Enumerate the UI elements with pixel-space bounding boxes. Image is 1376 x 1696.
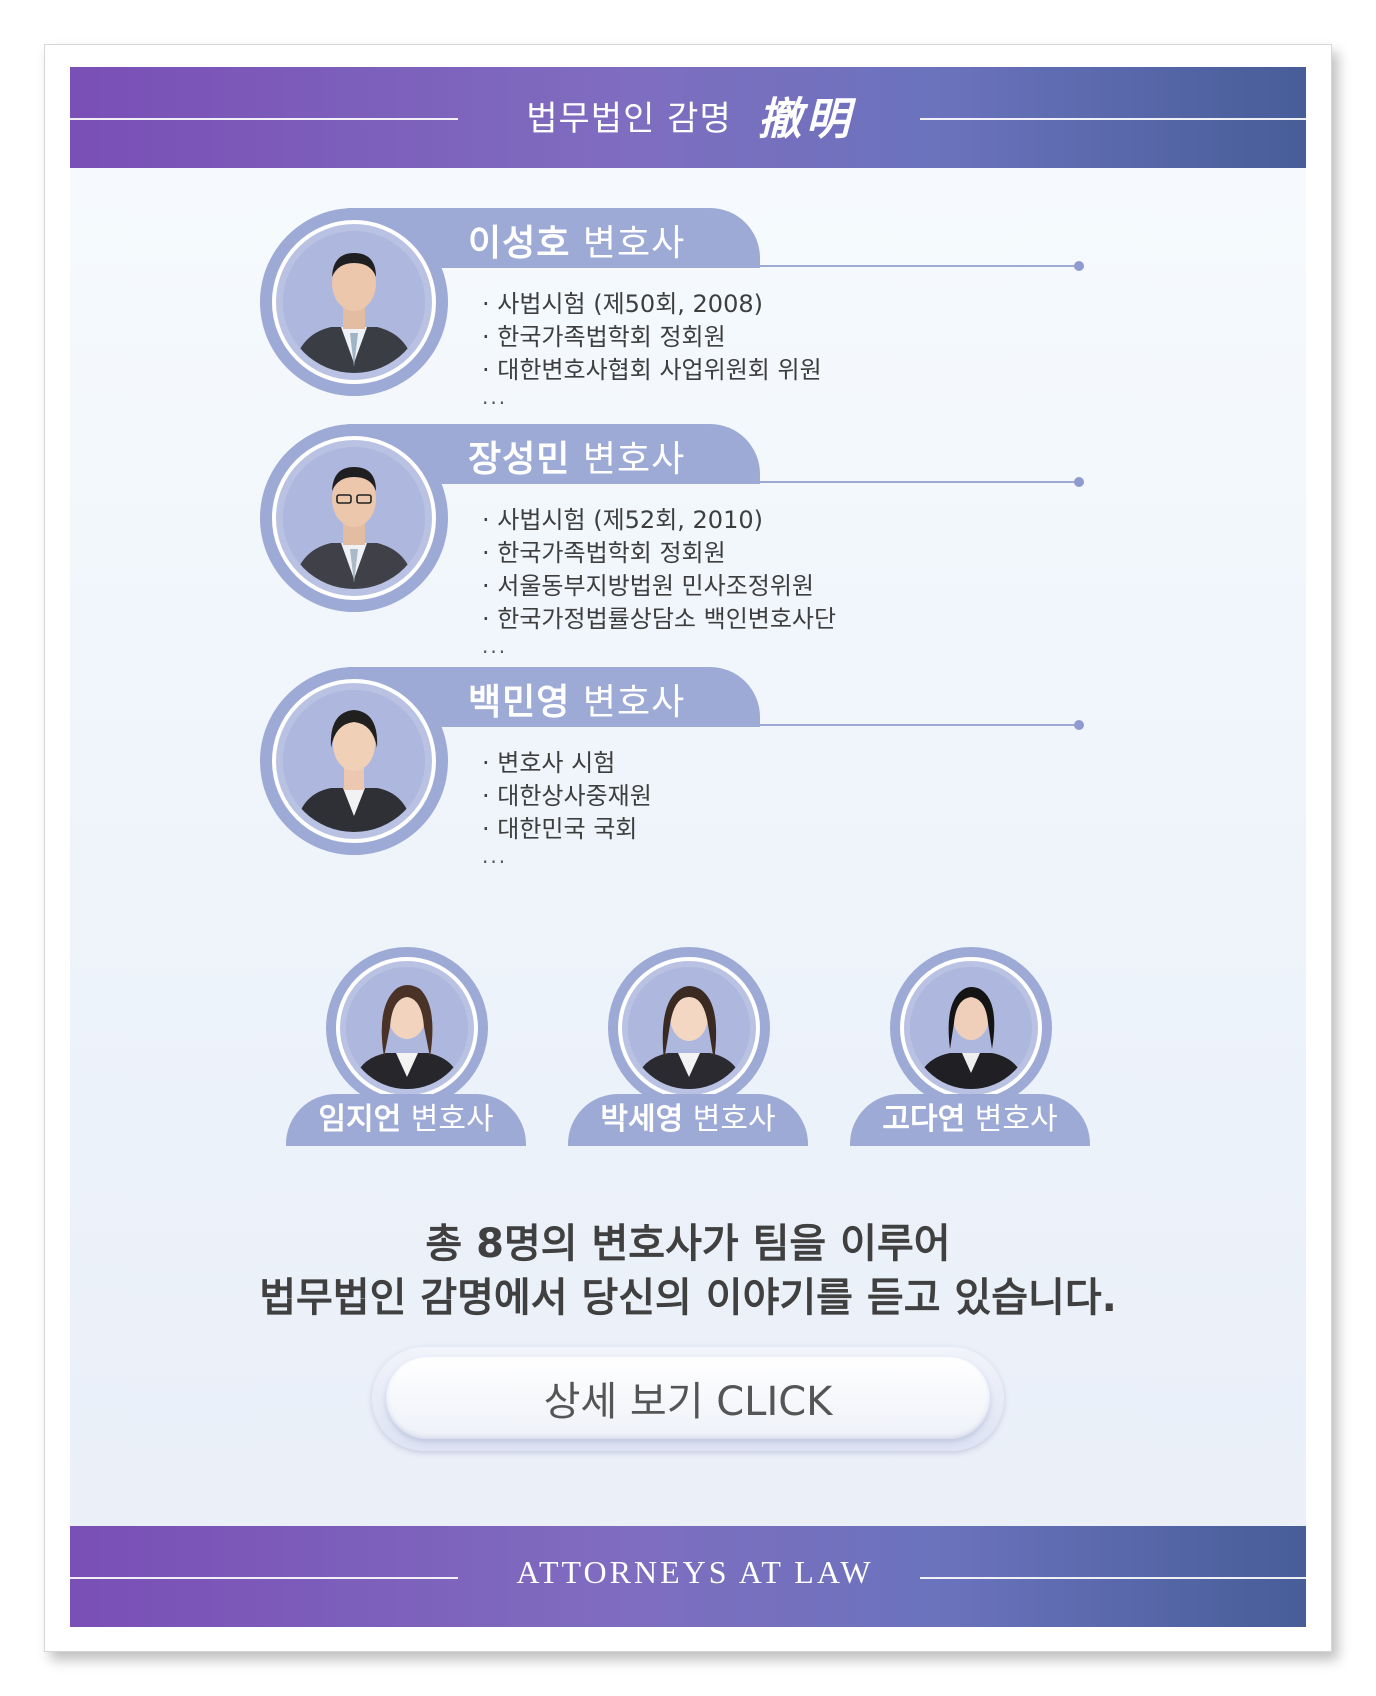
header-band: 법무법인 감명 撤明	[70, 67, 1306, 168]
credential-item: 한국가족법학회 정회원	[482, 537, 836, 570]
view-details-button[interactable]: 상세 보기 CLICK	[386, 1357, 990, 1439]
cta-button-frame: 상세 보기 CLICK	[372, 1347, 1004, 1451]
lawyer-card: 장성민 변호사 사법시험 (제52회, 2010)	[260, 424, 1120, 656]
credentials-list: 변호사 시험 대한상사중재원 대한민국 국회 ...	[482, 747, 652, 866]
credential-item: 한국가족법학회 정회원	[482, 321, 822, 354]
firm-title: 법무법인 감명 撤明	[470, 85, 910, 145]
footer-rule-right	[920, 1576, 1306, 1579]
more-ellipsis: ...	[482, 844, 508, 868]
lawyer-name: 장성민 변호사	[468, 439, 686, 480]
credential-item: 한국가정법률상담소 백인변호사단	[482, 603, 836, 636]
lawyer-portrait-photo	[283, 690, 425, 832]
more-ellipsis: ...	[482, 634, 508, 658]
associate-portrait-photo	[628, 967, 750, 1089]
name-divider	[760, 481, 1078, 483]
portrait-frame	[260, 424, 448, 612]
associate-portrait-photo	[346, 967, 468, 1089]
lawyer-portrait-photo	[283, 447, 425, 589]
name-divider	[760, 265, 1078, 267]
credential-item: 사법시험 (제52회, 2010)	[482, 504, 836, 537]
lawyer-card: 이성호 변호사 사법시험 (제50회, 2008) 한국가족법학회 정회원 대한…	[260, 208, 1120, 408]
portrait-frame	[260, 667, 448, 855]
divider-dot	[1074, 720, 1084, 730]
credential-item: 대한민국 국회	[482, 813, 652, 846]
associate-portrait-photo	[910, 967, 1032, 1089]
more-ellipsis: ...	[482, 385, 508, 409]
portrait-frame	[260, 208, 448, 396]
associate-card: 고다연 변호사	[850, 947, 1090, 1147]
portrait-frame	[326, 947, 488, 1109]
firm-hanja-logo: 撤明	[757, 94, 854, 145]
credential-item: 서울동부지방법원 민사조정위원	[482, 570, 836, 603]
firm-name: 법무법인 감명	[526, 98, 732, 139]
associate-name: 고다연 변호사	[850, 1094, 1090, 1146]
credential-item: 사법시험 (제50회, 2008)	[482, 288, 822, 321]
credential-item: 대한상사중재원	[482, 780, 652, 813]
associate-card: 박세영 변호사	[568, 947, 808, 1147]
credential-item: 변호사 시험	[482, 747, 652, 780]
associate-card: 임지언 변호사	[286, 947, 526, 1147]
lawyer-card: 백민영 변호사 변호사 시험 대한상사중재원 대한민국 국회 ...	[260, 667, 1120, 867]
lawyer-portrait-photo	[283, 231, 425, 373]
footer-rule-left	[70, 1576, 458, 1579]
portrait-frame	[608, 947, 770, 1109]
lawyer-name: 백민영 변호사	[468, 682, 686, 723]
summary-line-1: 총 8명의 변호사가 팀을 이루어	[425, 1221, 951, 1267]
header-rule-left	[70, 117, 458, 120]
associate-name: 박세영 변호사	[568, 1094, 808, 1146]
credentials-list: 사법시험 (제52회, 2010) 한국가족법학회 정회원 서울동부지방법원 민…	[482, 504, 836, 656]
associate-name: 임지언 변호사	[286, 1094, 526, 1146]
lawyer-name: 이성호 변호사	[468, 223, 686, 264]
credential-item: 대한변호사협회 사업위원회 위원	[482, 354, 821, 387]
promo-panel: 법무법인 감명 撤明 이성호 변호사 사법시험	[70, 67, 1306, 1627]
divider-dot	[1074, 261, 1084, 271]
credentials-list: 사법시험 (제50회, 2008) 한국가족법학회 정회원 대한변호사협회 사업…	[482, 288, 822, 407]
team-summary: 총 8명의 변호사가 팀을 이루어 법무법인 감명에서 당신의 이야기를 듣고 …	[70, 1217, 1306, 1325]
portrait-frame	[890, 947, 1052, 1109]
header-rule-right	[920, 117, 1306, 120]
divider-dot	[1074, 477, 1084, 487]
footer-band: ATTORNEYS AT LAW	[70, 1526, 1306, 1627]
footer-tagline: ATTORNEYS AT LAW	[516, 1554, 874, 1590]
name-divider	[760, 724, 1078, 726]
summary-line-2: 법무법인 감명에서 당신의 이야기를 듣고 있습니다.	[259, 1275, 1117, 1321]
